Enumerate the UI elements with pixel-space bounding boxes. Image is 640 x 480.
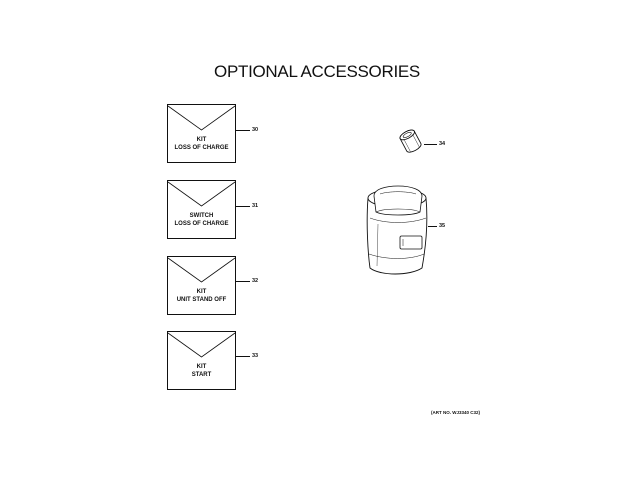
leader-line xyxy=(236,129,250,131)
callout-31: 31 xyxy=(236,202,258,210)
callout-30: 30 xyxy=(236,126,258,134)
art-number: (ART NO. WJ3340 C32) xyxy=(430,410,480,415)
envelope-icon xyxy=(167,331,236,390)
kit-label-line1: SWITCH xyxy=(189,213,214,219)
envelope-icon xyxy=(167,180,236,239)
kit-label-line2: START xyxy=(191,372,212,378)
envelope-icon xyxy=(167,256,236,315)
envelope-icon xyxy=(167,104,236,163)
protective-jacket-icon xyxy=(366,185,428,275)
callout-33: 33 xyxy=(236,352,258,360)
kit-label-line2: UNIT STAND OFF xyxy=(176,297,227,303)
callout-32: 32 xyxy=(236,277,258,285)
part-35-drawing[interactable] xyxy=(356,184,434,278)
leader-line xyxy=(424,143,437,145)
cap-fitting-icon xyxy=(399,129,422,153)
leader-line xyxy=(428,225,437,227)
kit-label: SWITCH LOSS OF CHARGE xyxy=(167,212,236,228)
reference-number: 33 xyxy=(252,353,259,359)
kit-label-line2: LOSS OF CHARGE xyxy=(174,145,229,151)
kit-label-line1: KIT xyxy=(196,289,207,295)
leader-line xyxy=(236,205,250,207)
kit-label-line1: KIT xyxy=(196,137,207,143)
part-34-drawing[interactable] xyxy=(398,128,424,156)
kit-label-line2: LOSS OF CHARGE xyxy=(174,221,229,227)
reference-number: 32 xyxy=(252,278,259,284)
reference-number: 31 xyxy=(252,203,259,209)
kit-envelope-30[interactable]: KIT LOSS OF CHARGE xyxy=(167,104,236,163)
reference-number: 35 xyxy=(439,223,446,229)
kit-envelope-32[interactable]: KIT UNIT STAND OFF xyxy=(167,256,236,315)
kit-envelope-31[interactable]: SWITCH LOSS OF CHARGE xyxy=(167,180,236,239)
callout-35: 35 xyxy=(428,222,445,230)
leader-line xyxy=(236,280,250,282)
kit-label: KIT START xyxy=(167,363,236,379)
kit-envelope-33[interactable]: KIT START xyxy=(167,331,236,390)
kit-label: KIT UNIT STAND OFF xyxy=(167,288,236,304)
reference-number: 30 xyxy=(252,127,259,133)
callout-34: 34 xyxy=(424,140,445,148)
leader-line xyxy=(236,355,250,357)
kit-label: KIT LOSS OF CHARGE xyxy=(167,136,236,152)
page-title: OPTIONAL ACCESSORIES xyxy=(214,62,420,81)
reference-number: 34 xyxy=(439,141,446,147)
kit-label-line1: KIT xyxy=(196,364,207,370)
